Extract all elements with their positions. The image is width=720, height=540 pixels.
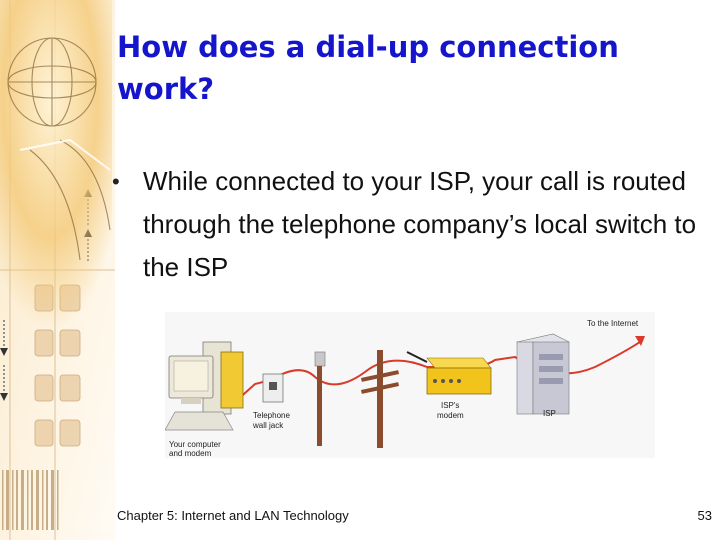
globe-graphic	[0, 0, 112, 330]
computer-label-line1: Your computer	[169, 440, 221, 449]
wall-jack-icon	[262, 373, 284, 403]
bullet-text: While connected to your ISP, your call i…	[143, 166, 697, 282]
footer-chapter: Chapter 5: Internet and LAN Technology	[117, 508, 349, 523]
modem-label-line2: modem	[437, 411, 464, 420]
computer-label-line2: and modem	[169, 449, 212, 458]
dialup-diagram: To the Internet Telephone wall jack Your…	[165, 312, 655, 458]
jack-label-line1: Telephone	[253, 411, 290, 420]
bullet-marker: •	[112, 169, 120, 194]
bullet-list: • While connected to your ISP, your call…	[112, 160, 702, 289]
internet-label: To the Internet	[587, 319, 639, 328]
isp-server-icon	[516, 333, 570, 415]
jack-label-line2: wall jack	[252, 421, 284, 430]
arrowhead-icon	[635, 336, 645, 346]
telephone-pole-icon	[314, 350, 400, 448]
modem-icon	[406, 351, 492, 395]
slide-title: How does a dial-up connection work?	[117, 30, 619, 106]
computer-icon	[165, 341, 244, 431]
isp-label: ISP	[543, 409, 556, 418]
bullet-item: • While connected to your ISP, your call…	[112, 160, 702, 289]
page-number: 53	[697, 508, 712, 523]
modem-label-line1: ISP's	[441, 401, 459, 410]
